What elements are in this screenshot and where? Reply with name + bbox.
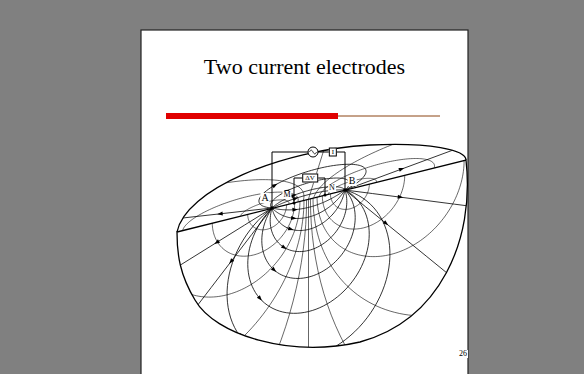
current-wire xyxy=(272,152,345,208)
electrode-label: B xyxy=(348,176,357,186)
source-symbol xyxy=(308,147,318,157)
current-line xyxy=(69,208,272,374)
equipotential-line xyxy=(0,199,307,374)
current-arrow xyxy=(292,208,298,212)
equipotential-line xyxy=(153,201,300,297)
title-bar-red xyxy=(166,113,338,119)
equipotential-line xyxy=(319,159,434,197)
current-arrow xyxy=(288,226,294,230)
equipotential-line xyxy=(248,204,287,229)
equipotential-line xyxy=(314,115,565,197)
current-line xyxy=(345,86,584,190)
current-arrow xyxy=(272,184,278,188)
source-wave xyxy=(310,150,317,154)
electrode-dot xyxy=(343,188,347,192)
equipotential-line xyxy=(212,202,294,256)
electrode-dot xyxy=(270,206,274,210)
equipotential-line xyxy=(330,184,369,209)
current-arrow xyxy=(281,244,287,249)
electrode-label: N xyxy=(328,184,336,192)
ground-surface-outline xyxy=(177,144,466,232)
electrode-label: M xyxy=(282,191,291,199)
current-arrow xyxy=(292,197,298,201)
equipotential-line xyxy=(13,200,304,374)
current-arrow xyxy=(383,220,389,225)
electrode-dot xyxy=(324,194,327,197)
current-line xyxy=(15,208,272,237)
equipotential-line xyxy=(317,161,464,257)
equipotential-line xyxy=(183,192,298,230)
electrode-label: A xyxy=(260,193,269,203)
slide-title: Two current electrodes xyxy=(141,55,468,79)
voltmeter-box: ΔV xyxy=(302,174,318,183)
current-arrow xyxy=(257,295,262,300)
current-arrow xyxy=(217,212,223,216)
equipotential-line xyxy=(310,28,584,374)
page-number: 26 xyxy=(458,350,468,358)
current-arrow xyxy=(398,168,404,172)
section-face-outline xyxy=(177,160,467,347)
current-circuit xyxy=(272,152,345,208)
title-rule xyxy=(338,116,440,117)
electrode-dot xyxy=(293,202,296,205)
current-line xyxy=(0,208,272,374)
equipotential-line xyxy=(322,175,404,229)
ammeter-box: I xyxy=(329,148,337,157)
current-line xyxy=(270,178,349,208)
current-arrow xyxy=(229,258,234,264)
equipotential-line xyxy=(313,126,584,316)
slide xyxy=(141,30,468,374)
